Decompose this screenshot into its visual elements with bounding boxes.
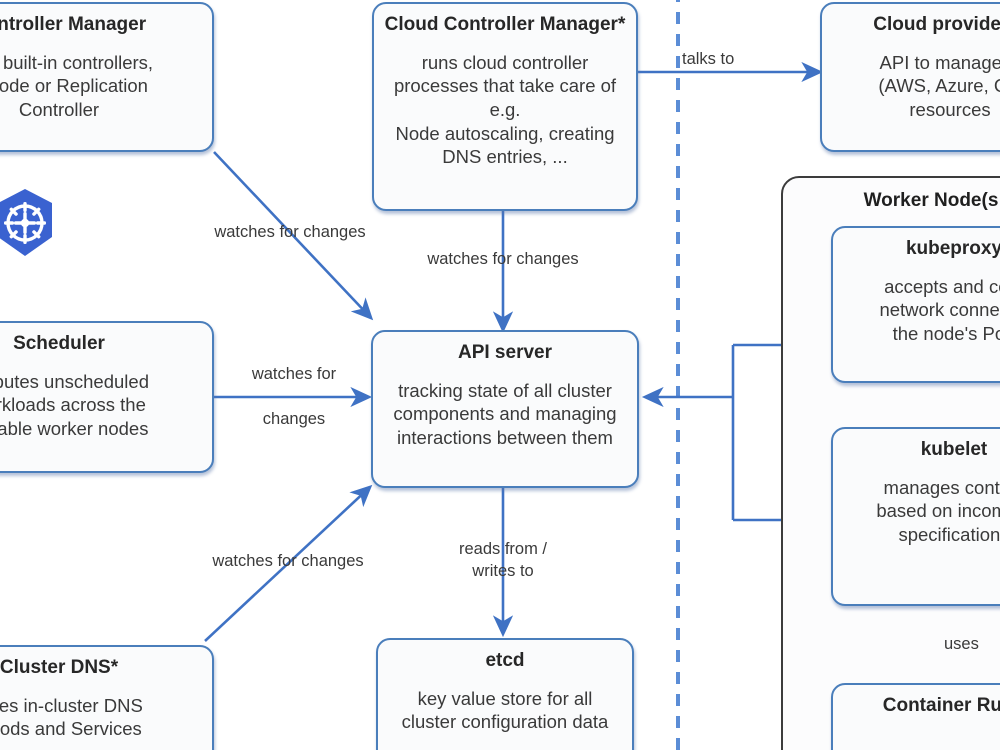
node-cloud-controller-manager[interactable]: Cloud Controller Manager* runs cloud con… xyxy=(372,2,638,211)
node-kubeproxy[interactable]: kubeproxy accepts and cont network conne… xyxy=(831,226,1000,383)
node-controller-manager[interactable]: Controller Manager s all built-in contro… xyxy=(0,2,214,152)
edge-label-talks-to: talks to xyxy=(682,50,735,68)
node-body: accepts and cont network connectio the n… xyxy=(879,275,1000,345)
node-title: Cloud Controller Manager* xyxy=(384,14,626,35)
node-title: Controller Manager xyxy=(0,14,147,35)
kubernetes-logo-icon xyxy=(0,189,52,256)
node-title: API server xyxy=(457,342,552,363)
node-title: etcd xyxy=(485,650,525,671)
node-title: Cluster DNS* xyxy=(0,657,119,678)
node-api-server[interactable]: API server tracking state of all cluster… xyxy=(371,330,639,488)
node-container-runtime[interactable]: Container Runti xyxy=(831,683,1000,750)
edge-label-etcd-read-write: reads from / writes to xyxy=(458,540,548,581)
edge-label-scheduler-watches: watches for changes xyxy=(251,365,337,428)
node-body: tracking state of all cluster components… xyxy=(393,379,617,449)
node-body: key value store for all cluster configur… xyxy=(401,687,609,733)
edge-label-controller-manager-watches: watches for changes xyxy=(214,223,366,241)
node-cloud-provider-api[interactable]: Cloud provider A API to manage cl (AWS, … xyxy=(820,2,1000,152)
node-kubelet[interactable]: kubelet manages contain based on incomin… xyxy=(831,427,1000,606)
node-cluster-dns[interactable]: Cluster DNS* vides in-cluster DNS r Pods… xyxy=(0,645,214,750)
node-title: kubelet xyxy=(920,439,988,460)
edge-label-kubelet-uses: uses xyxy=(944,635,979,653)
node-title: Scheduler xyxy=(13,333,105,354)
node-body: vides in-cluster DNS r Pods and Services xyxy=(0,694,143,740)
worker-nodes-title: Worker Node(s xyxy=(863,190,999,211)
node-body: runs cloud controller processes that tak… xyxy=(393,51,617,168)
edge-label-ccm-watches: watches for changes xyxy=(427,250,579,268)
node-title: Cloud provider A xyxy=(873,14,1000,35)
node-title: kubeproxy xyxy=(905,238,1000,259)
edge-label-cluster-dns-watches: watches for changes xyxy=(212,552,364,570)
node-etcd[interactable]: etcd key value store for all cluster con… xyxy=(376,638,634,750)
node-title: Container Runti xyxy=(882,695,1000,716)
node-body: API to manage cl (AWS, Azure, GC resourc… xyxy=(878,51,1000,121)
node-body: stributes unscheduled workloads across t… xyxy=(0,370,149,440)
node-body: s all built-in controllers, e Node or Re… xyxy=(0,51,154,121)
node-scheduler[interactable]: Scheduler stributes unscheduled workload… xyxy=(0,321,214,473)
node-body: manages contain based on incoming specif… xyxy=(876,476,1000,546)
